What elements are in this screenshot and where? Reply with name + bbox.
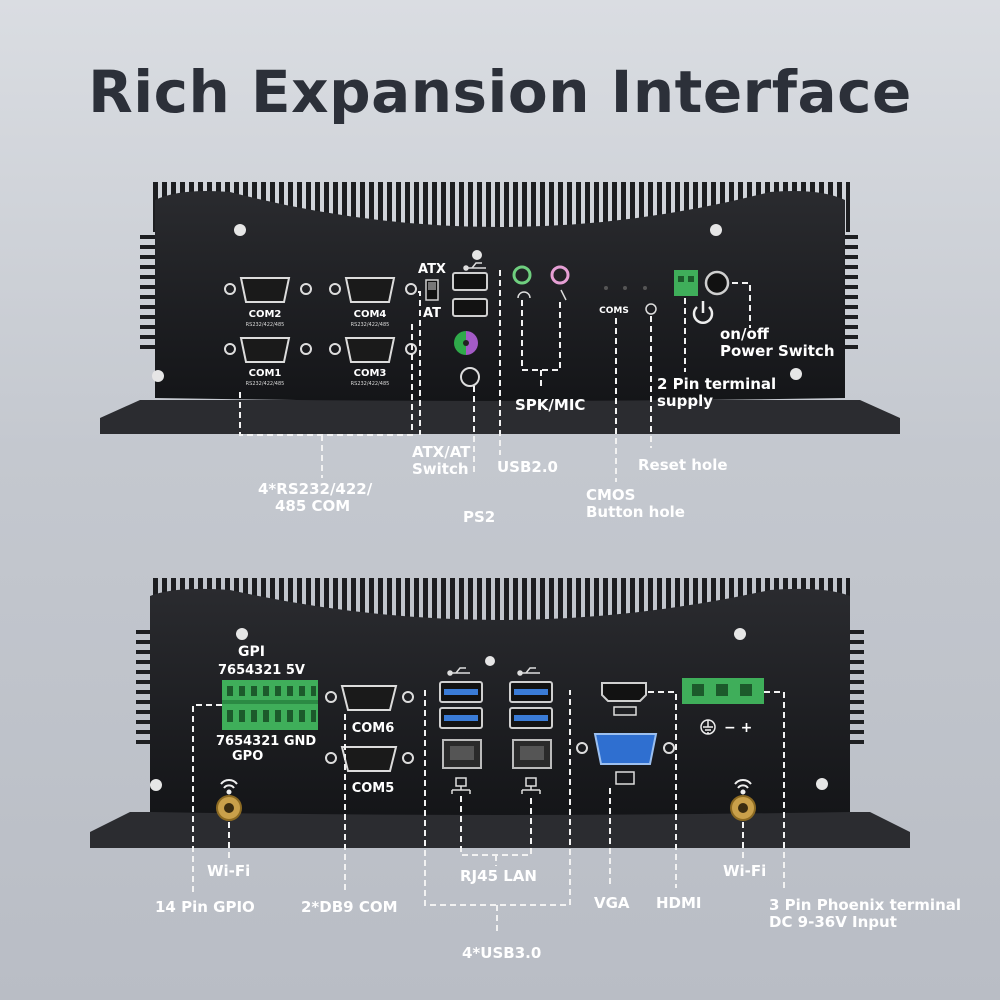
at-label: AT [423,306,441,321]
hdmi-port[interactable] [601,682,647,702]
ps2-icon [460,367,480,387]
com1-sub: RS232/422/485 [246,381,285,387]
audio-jack-icon [517,289,567,301]
callout-phoenix-line1: 3 Pin Phoenix terminal [769,896,961,914]
callout-hdmi: HDMI [656,894,702,912]
gpi-label: GPI [238,644,265,660]
gpo-label: GPO [232,749,263,764]
power-terminal-2pin[interactable] [674,270,698,296]
com5-label: COM5 [352,781,395,796]
callout-supply-line2: supply [657,392,713,410]
ps2-port[interactable] [454,331,478,355]
spk-jack[interactable] [512,265,532,285]
gpi-pin-numbers: 7654321 5V [218,663,305,678]
usb2-port-2[interactable] [452,298,488,317]
bottom-chassis [90,578,910,848]
callout-supply-line1: 2 Pin terminal [657,375,776,393]
screw [734,628,746,640]
com4-label: COM4 [354,309,387,320]
screw [485,656,495,666]
screw [472,250,482,260]
page-title: Rich Expansion Interface [88,58,912,126]
power-switch[interactable] [704,270,730,296]
com-port-com3[interactable] [329,337,417,363]
callout-ps2: PS2 [463,508,495,526]
callout-phoenix-line2: DC 9-36V Input [769,913,897,931]
top-callout-lines [239,270,751,482]
com-port-com5[interactable] [325,746,414,772]
callout-wifi-left: Wi-Fi [207,862,250,880]
callout-com-line1: 4*RS232/422/ [258,480,373,498]
hdmi-icon [613,706,637,716]
callout-spk-mic: SPK/MIC [515,396,585,414]
gpio-terminal-block[interactable] [222,680,318,730]
mic-jack[interactable] [550,265,570,285]
screw [236,628,248,640]
com4-sub: RS232/422/485 [351,322,390,328]
screw [710,224,722,236]
callout-atx-line2: Switch [412,460,469,478]
screw [790,368,802,380]
callout-db9: 2*DB9 COM [301,898,398,916]
usb3-port-3[interactable] [509,681,553,703]
com-port-com4[interactable] [329,277,417,303]
usb-icon [447,667,540,676]
callout-usb2: USB2.0 [497,458,558,476]
screw [150,779,162,791]
usb3-port-4[interactable] [509,707,553,729]
vga-icon [615,771,635,785]
vga-port[interactable] [576,733,675,765]
callout-power-line1: on/off [720,325,770,343]
callout-power-line2: Power Switch [720,342,835,360]
rj45-port-2[interactable] [512,739,552,769]
callout-gpio: 14 Pin GPIO [155,898,255,916]
top-side-fins [140,235,858,349]
power-icon [692,301,714,324]
com2-label: COM2 [249,309,282,320]
callout-cmos-line2: Button hole [586,503,685,521]
com3-sub: RS232/422/485 [351,381,390,387]
callout-usb3: 4*USB3.0 [462,944,541,962]
usb3-port-2[interactable] [439,707,483,729]
lan-icon [451,777,541,794]
usb-icon [463,262,486,271]
com3-label: COM3 [354,368,387,379]
screw [152,370,164,382]
callout-atx-line1: ATX/AT [412,443,471,461]
power-polarity-label: − + [724,720,752,736]
com-port-com6[interactable] [325,685,414,711]
coms-label: COMS [599,306,629,316]
usb2-port-1[interactable] [452,272,488,291]
reset-hole[interactable] [645,303,657,315]
com2-sub: RS232/422/485 [246,322,285,328]
com-port-com1[interactable] [224,337,312,363]
atx-label: ATX [418,262,446,277]
com6-label: COM6 [352,721,395,736]
bottom-side-fins [136,630,864,744]
callout-cmos-line1: CMOS [586,486,636,504]
usb3-port-1[interactable] [439,681,483,703]
callout-wifi-right: Wi-Fi [723,862,766,880]
bottom-mount-bracket [90,812,910,848]
callout-com-line2: 485 COM [275,497,350,515]
com1-label: COM1 [249,368,282,379]
top-mount-bracket [100,400,900,434]
phoenix-terminal-3pin[interactable] [682,678,764,704]
screw [816,778,828,790]
gpo-pin-numbers: 7654321 GND [216,734,316,749]
wifi-icon [220,779,752,795]
antenna-icon[interactable] [216,795,756,821]
screw [234,224,246,236]
rj45-port-1[interactable] [442,739,482,769]
callout-rj45: RJ45 LAN [460,867,537,885]
com-port-com2[interactable] [224,277,312,303]
callout-vga: VGA [594,894,630,912]
callout-reset: Reset hole [638,456,728,474]
bottom-callout-lines [192,690,785,935]
top-chassis [100,182,900,434]
ground-icon [700,719,716,735]
